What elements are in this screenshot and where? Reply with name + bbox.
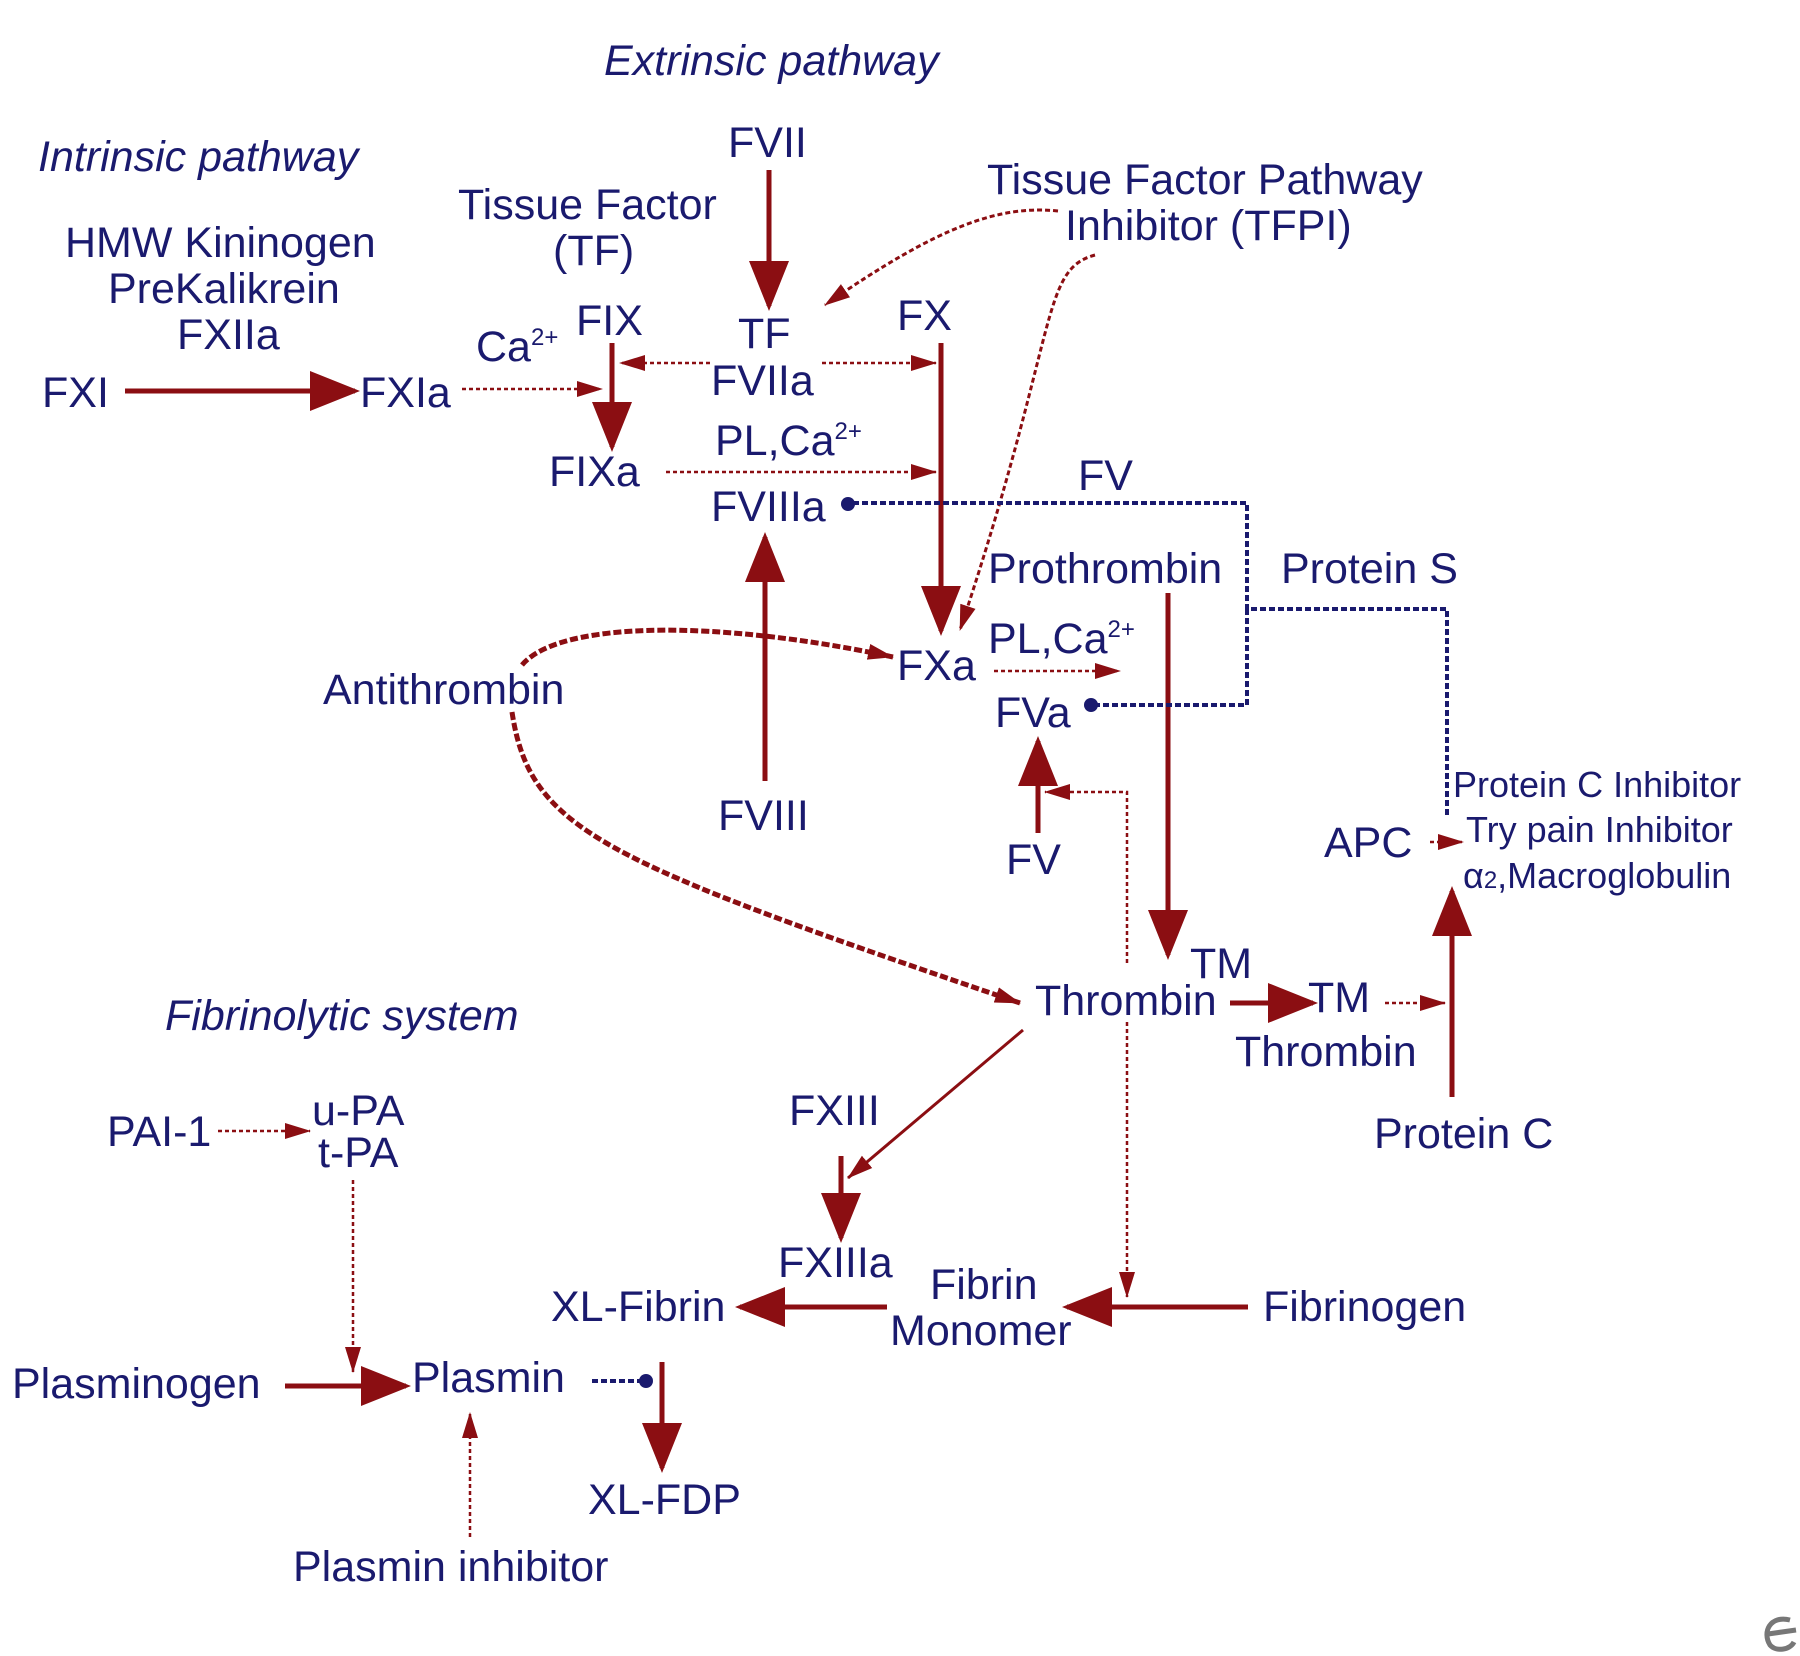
label-protein-s: Protein S [1281, 545, 1458, 593]
label-trypsin-inhibitor: Try pain Inhibitor [1466, 809, 1733, 850]
label-hmwk: HMW Kininogen [65, 219, 376, 267]
inhibit-proteins-fva [1092, 609, 1249, 707]
label-fxiia: FXIIa [177, 311, 280, 359]
label-fxa: FXa [897, 642, 976, 690]
label-tf: TF [738, 310, 791, 358]
label-antithrombin: Antithrombin [323, 666, 564, 714]
label-fv-bottom: FV [1006, 836, 1061, 884]
label-tm-complex: TM [1308, 974, 1370, 1022]
label-plasmin: Plasmin [412, 1354, 565, 1402]
inhibit-dot-fva [1084, 698, 1098, 712]
heading-intrinsic: Intrinsic pathway [38, 133, 361, 181]
label-prekallikrein: PreKalikrein [108, 265, 340, 313]
label-tfpi-line2: Inhibitor (TFPI) [1065, 202, 1352, 250]
inhibit-dot-plasmin [639, 1374, 653, 1388]
label-ca: Ca2+ [476, 323, 558, 371]
arrow-thrombin-fv [1044, 784, 1129, 963]
arrow-antithrombin-thrombin [509, 711, 1021, 1006]
label-plca-lower: PL,Ca2+ [988, 615, 1135, 663]
label-protein-c: Protein C [1374, 1110, 1553, 1158]
label-tpa: t-PA [318, 1129, 399, 1177]
label-fxiii: FXIII [789, 1087, 880, 1135]
label-plca-upper: PL,Ca2+ [715, 417, 862, 465]
label-prothrombin: Prothrombin [988, 545, 1222, 593]
label-fviii: FVIII [718, 792, 809, 840]
label-tfpi-line1: Tissue Factor Pathway [987, 156, 1423, 204]
arrow-antithrombin-fxa [520, 627, 894, 667]
heading-fibrinolytic: Fibrinolytic system [165, 992, 519, 1040]
heading-extrinsic: Extrinsic pathway [604, 37, 941, 85]
label-fibrin: Fibrin [930, 1261, 1038, 1309]
label-xl-fibrin: XL-Fibrin [551, 1283, 725, 1331]
label-fibrinogen: Fibrinogen [1263, 1283, 1466, 1331]
label-fix: FIX [576, 297, 643, 345]
corner-logo [1760, 1610, 1800, 1656]
arrow-tfpi-tf [824, 208, 1059, 307]
label-plasmin-inhibitor: Plasmin inhibitor [293, 1543, 608, 1591]
label-tf-line2: (TF) [553, 227, 634, 275]
label-tf-line1: Tissue Factor [458, 181, 717, 229]
label-plasminogen: Plasminogen [12, 1360, 261, 1408]
label-fx: FX [897, 292, 952, 340]
arrow-tfpi-fxa [958, 253, 1096, 631]
label-fv-top: FV [1078, 452, 1133, 500]
arrow-thrombin-fxiii [847, 1028, 1024, 1180]
label-fviia: FVIIa [711, 357, 814, 405]
label-fva: FVa [995, 689, 1071, 737]
label-alpha2-macroglobulin: α2,Macroglobulin [1463, 855, 1731, 896]
label-upa: u-PA [312, 1087, 405, 1135]
label-protein-c-inhibitor: Protein C Inhibitor [1453, 764, 1741, 805]
label-fxiiia: FXIIIa [778, 1239, 893, 1287]
label-fixa: FIXa [549, 448, 640, 496]
label-thrombin: Thrombin [1035, 977, 1217, 1025]
label-fxia: FXIa [360, 369, 451, 417]
label-xl-fdp: XL-FDP [588, 1476, 741, 1524]
inhibit-dot-fviiia [841, 497, 855, 511]
label-tm-top: TM [1190, 940, 1252, 988]
label-pai1: PAI-1 [107, 1108, 211, 1156]
label-monomer: Monomer [890, 1307, 1072, 1355]
label-thrombin-complex: Thrombin [1235, 1028, 1417, 1076]
label-fxi: FXI [42, 369, 109, 417]
label-fvii: FVII [728, 119, 807, 167]
label-fviiia: FVIIIa [711, 483, 826, 531]
label-apc: APC [1324, 819, 1412, 867]
